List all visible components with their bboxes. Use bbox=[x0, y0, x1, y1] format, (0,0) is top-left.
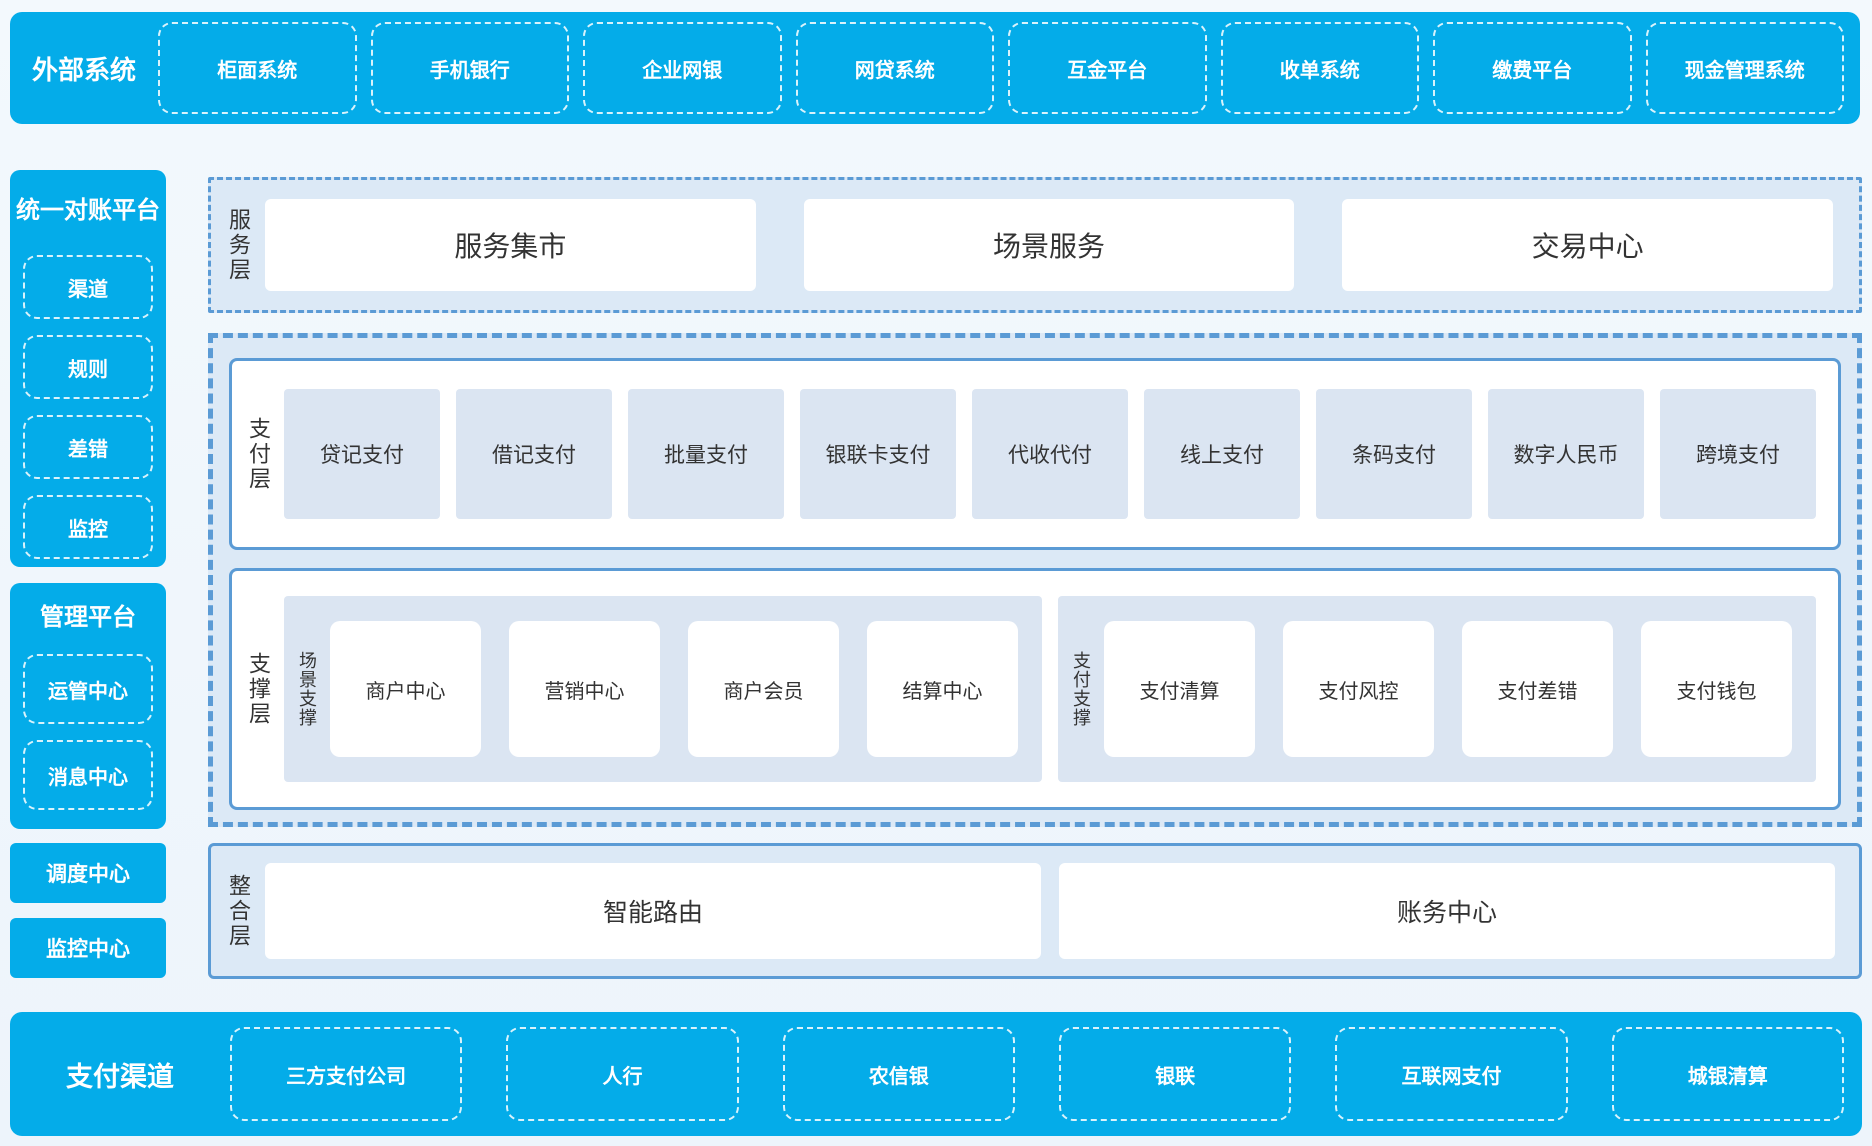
payment-support-group: 支付支撑 支付清算 支付风控 支付差错 支付钱包 bbox=[1058, 596, 1816, 782]
external-system-item: 手机银行 bbox=[370, 22, 569, 114]
reconciliation-item: 监控 bbox=[23, 495, 153, 559]
scene-support-items: 商户中心 营销中心 商户会员 结算中心 bbox=[330, 621, 1042, 757]
payment-channel-item: 三方支付公司 bbox=[230, 1027, 463, 1121]
reconciliation-item: 差错 bbox=[23, 415, 153, 479]
scene-support-group: 场景支撑 商户中心 营销中心 商户会员 结算中心 bbox=[284, 596, 1042, 782]
reconciliation-item: 渠道 bbox=[23, 255, 153, 319]
payment-item: 银联卡支付 bbox=[800, 389, 956, 519]
support-item: 支付钱包 bbox=[1641, 621, 1792, 757]
external-systems-items: 柜面系统 手机银行 企业网银 网贷系统 互金平台 收单系统 缴费平台 现金管理系… bbox=[158, 22, 1860, 114]
service-item: 交易中心 bbox=[1342, 199, 1834, 291]
external-system-item: 企业网银 bbox=[583, 22, 782, 114]
payment-item: 批量支付 bbox=[628, 389, 784, 519]
payment-item: 借记支付 bbox=[456, 389, 612, 519]
payment-channels-bar: 支付渠道 三方支付公司 人行 农信银 银联 互联网支付 城银清算 bbox=[10, 1012, 1862, 1136]
management-item: 运管中心 bbox=[23, 654, 153, 724]
external-systems-bar: 外部系统 柜面系统 手机银行 企业网银 网贷系统 互金平台 收单系统 缴费平台 … bbox=[10, 12, 1860, 124]
payment-item: 贷记支付 bbox=[284, 389, 440, 519]
payment-item: 数字人民币 bbox=[1488, 389, 1644, 519]
support-layer: 支撑层 场景支撑 商户中心 营销中心 商户会员 结算中心 支付支撑 支付清算 支… bbox=[229, 568, 1841, 810]
external-system-item: 现金管理系统 bbox=[1645, 22, 1844, 114]
service-layer: 服务层 服务集市 场景服务 交易中心 bbox=[208, 177, 1862, 313]
support-item: 支付清算 bbox=[1104, 621, 1255, 757]
payment-support-items: 支付清算 支付风控 支付差错 支付钱包 bbox=[1104, 621, 1816, 757]
integration-item: 账务中心 bbox=[1059, 863, 1835, 959]
reconciliation-platform-box: 统一对账平台 渠道 规则 差错 监控 bbox=[10, 170, 166, 567]
scene-support-label: 场景支撑 bbox=[297, 651, 317, 727]
support-item: 营销中心 bbox=[509, 621, 660, 757]
service-layer-items: 服务集市 场景服务 交易中心 bbox=[265, 199, 1859, 291]
support-item: 商户会员 bbox=[688, 621, 839, 757]
payment-support-label: 支付支撑 bbox=[1071, 651, 1091, 727]
payment-layer-label: 支付层 bbox=[246, 416, 271, 492]
external-system-item: 互金平台 bbox=[1008, 22, 1207, 114]
payment-item: 跨境支付 bbox=[1660, 389, 1816, 519]
support-layer-groups: 场景支撑 商户中心 营销中心 商户会员 结算中心 支付支撑 支付清算 支付风控 … bbox=[284, 596, 1838, 782]
external-systems-title: 外部系统 bbox=[31, 54, 136, 85]
integration-item: 智能路由 bbox=[265, 863, 1041, 959]
payment-layer-items: 贷记支付 借记支付 批量支付 银联卡支付 代收代付 线上支付 条码支付 数字人民… bbox=[284, 389, 1838, 519]
payment-channel-item: 人行 bbox=[506, 1027, 739, 1121]
external-system-item: 收单系统 bbox=[1220, 22, 1419, 114]
reconciliation-item: 规则 bbox=[23, 335, 153, 399]
management-platform-items: 运管中心 消息中心 bbox=[10, 654, 166, 810]
external-system-item: 缴费平台 bbox=[1433, 22, 1632, 114]
support-item: 支付风控 bbox=[1283, 621, 1434, 757]
reconciliation-platform-items: 渠道 规则 差错 监控 bbox=[10, 255, 166, 559]
reconciliation-platform-title: 统一对账平台 bbox=[16, 197, 160, 224]
external-system-item: 柜面系统 bbox=[158, 22, 357, 114]
payment-item: 线上支付 bbox=[1144, 389, 1300, 519]
payment-layer: 支付层 贷记支付 借记支付 批量支付 银联卡支付 代收代付 线上支付 条码支付 … bbox=[229, 358, 1841, 550]
support-layer-label: 支撑层 bbox=[246, 651, 271, 727]
management-item: 消息中心 bbox=[23, 740, 153, 810]
monitor-center-box: 监控中心 bbox=[10, 918, 166, 978]
payment-channels-items: 三方支付公司 人行 农信银 银联 互联网支付 城银清算 bbox=[230, 1027, 1862, 1121]
core-layers-container: 支付层 贷记支付 借记支付 批量支付 银联卡支付 代收代付 线上支付 条码支付 … bbox=[208, 333, 1862, 827]
management-platform-box: 管理平台 运管中心 消息中心 bbox=[10, 583, 166, 829]
support-item: 商户中心 bbox=[330, 621, 481, 757]
integration-layer: 整合层 智能路由 账务中心 bbox=[208, 843, 1862, 979]
service-item: 服务集市 bbox=[265, 199, 756, 291]
support-item: 结算中心 bbox=[867, 621, 1018, 757]
payment-item: 代收代付 bbox=[972, 389, 1128, 519]
service-layer-label: 服务层 bbox=[226, 207, 251, 283]
payment-channel-item: 互联网支付 bbox=[1335, 1027, 1568, 1121]
payment-channel-item: 银联 bbox=[1058, 1027, 1292, 1121]
payment-channel-item: 城银清算 bbox=[1611, 1027, 1844, 1121]
service-item: 场景服务 bbox=[803, 199, 1295, 291]
payment-channels-title: 支付渠道 bbox=[66, 1061, 174, 1092]
integration-layer-items: 智能路由 账务中心 bbox=[265, 863, 1859, 959]
dispatch-center-box: 调度中心 bbox=[10, 843, 166, 903]
management-platform-title: 管理平台 bbox=[40, 604, 136, 631]
external-system-item: 网贷系统 bbox=[795, 22, 994, 114]
integration-layer-label: 整合层 bbox=[226, 873, 251, 949]
payment-item: 条码支付 bbox=[1316, 389, 1472, 519]
support-item: 支付差错 bbox=[1462, 621, 1613, 757]
payment-channel-item: 农信银 bbox=[782, 1027, 1015, 1121]
